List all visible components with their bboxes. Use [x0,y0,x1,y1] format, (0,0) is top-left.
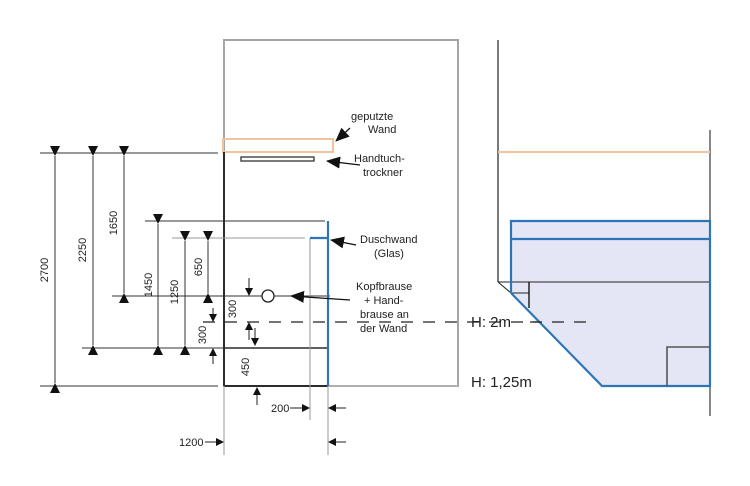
side-corner-diagonal [497,281,512,294]
towel-dryer [240,156,315,162]
room-outline [223,39,459,387]
label-shower-wall-2: (Glas) [374,248,404,260]
label-shower-wall-1: Duschwand [360,234,417,246]
label-plaster-wall-2: Wand [368,124,396,136]
dim-label-300-a: 300 [227,300,239,318]
shower-glass-outline [509,219,712,388]
shower-side-view [497,40,712,416]
shower-floor-area [511,221,710,386]
dim-label-1650: 1650 [108,211,120,235]
label-plaster-wall-1: geputzte [351,111,393,123]
dim-label-300-b: 300 [197,326,209,344]
dim-label-650: 650 [193,258,205,276]
dim-label-1200: 1200 [179,437,203,449]
arrow-towel-dryer [326,156,361,169]
label-height-125m: H: 1,25m [471,374,532,391]
label-shower-heads-4: der Wand [360,323,407,335]
label-towel-dryer-1: Handtuch- [354,153,405,165]
label-shower-heads-3: brause an [360,309,409,321]
label-height-2m: H: 2m [471,314,511,331]
label-shower-heads-1: Kopfbrause [356,281,412,293]
dim-label-1250: 1250 [169,280,181,304]
dim-label-2250: 2250 [77,238,89,262]
arrow-shower-heads [290,290,351,303]
label-shower-heads-2: + Hand- [364,295,404,307]
dim-label-2700: 2700 [39,258,51,282]
dim-label-450: 450 [240,358,252,376]
plaster-wall-box [222,138,334,153]
side-drain-box [666,346,710,386]
dim-label-200: 200 [271,403,289,415]
dim-label-1450: 1450 [143,273,155,297]
label-towel-dryer-2: trockner [363,167,403,179]
shower-head-icon [261,289,275,303]
arrow-shower-wall [330,236,357,249]
arrow-plaster-wall [335,127,351,142]
